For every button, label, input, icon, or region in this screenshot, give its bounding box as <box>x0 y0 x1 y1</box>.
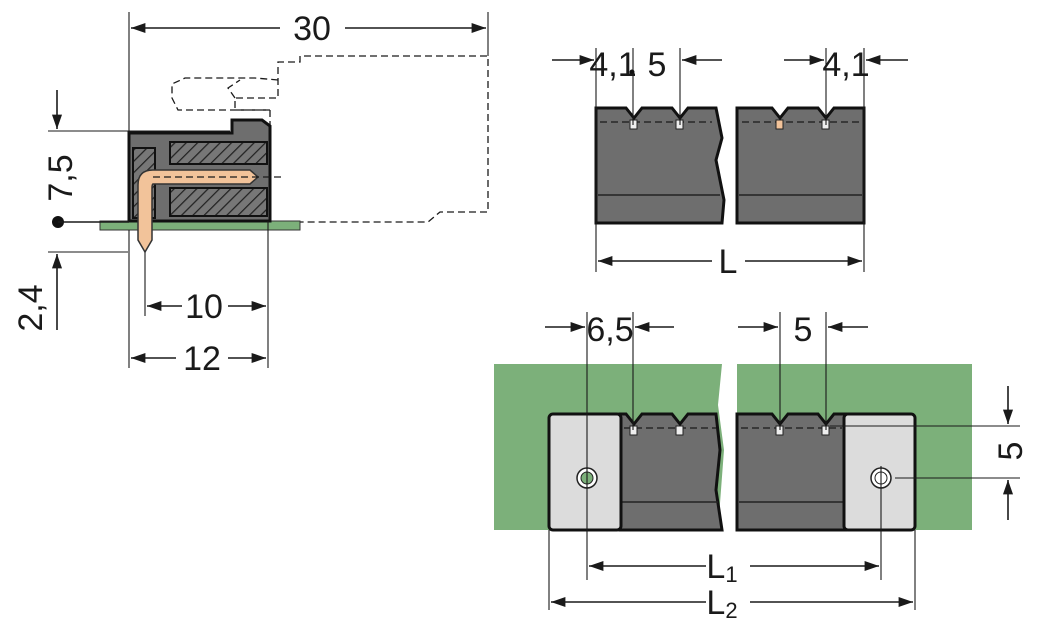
pin <box>137 169 260 254</box>
flange-view: 6,5 5 5 L1 L2 <box>494 311 1030 623</box>
dim-height: 7,5 <box>42 154 80 201</box>
dim-depth: 10 <box>185 288 223 326</box>
dim-l2-sub: 2 <box>725 598 737 623</box>
dim-l1-sub: 1 <box>725 562 737 587</box>
housing-flange-left <box>618 412 724 532</box>
housing-flange-right <box>735 412 848 532</box>
dim-length: L <box>719 243 738 281</box>
dim-l1: L <box>706 548 725 586</box>
dim-edge-right: 4,1 <box>822 46 869 84</box>
top-view: 4,1 5 4,1 L <box>552 46 908 281</box>
side-view: 30 7,5 2,4 10 12 <box>12 10 489 378</box>
dim-pin: 2,4 <box>12 284 50 331</box>
dim-l2: L <box>706 584 725 622</box>
dim-vertical: 5 <box>992 442 1030 461</box>
dim-edge-left: 4,1 <box>589 46 636 84</box>
housing-left <box>594 106 726 225</box>
svg-text:L2: L2 <box>706 584 737 623</box>
dim-pitch-top: 5 <box>648 46 667 84</box>
svg-text:L1: L1 <box>706 548 737 587</box>
dim-pitch-flange: 5 <box>794 311 813 349</box>
dim-flange: 6,5 <box>586 311 633 349</box>
dim-width-total: 30 <box>293 10 331 48</box>
housing-right <box>735 106 866 225</box>
dim-width: 12 <box>183 340 221 378</box>
